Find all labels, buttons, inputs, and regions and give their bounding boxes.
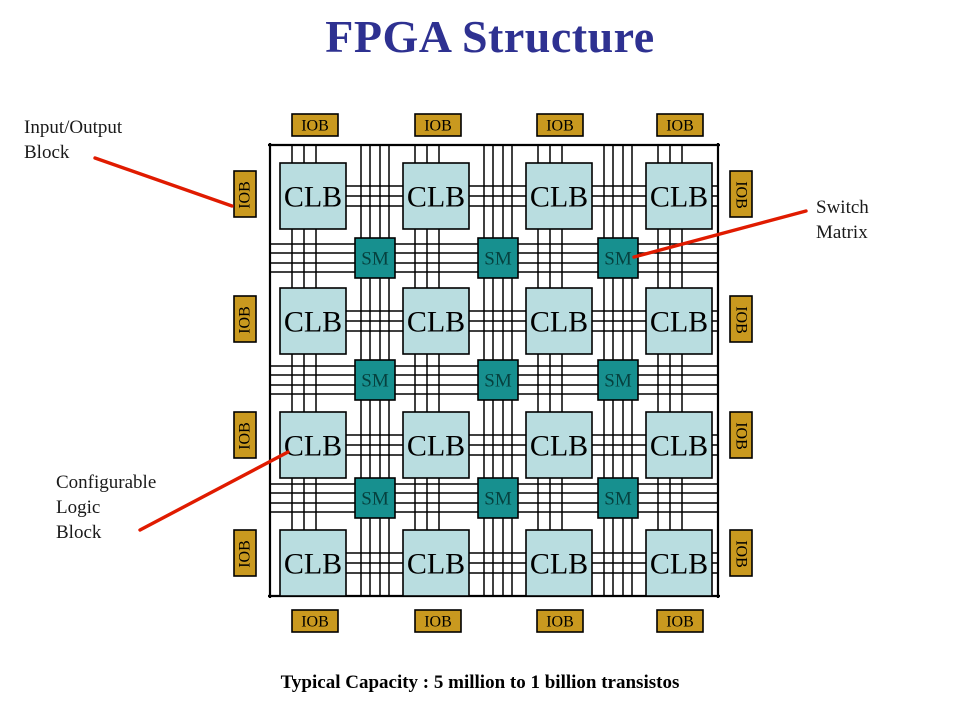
sm-label: SM [484, 371, 512, 392]
iob-block-left[interactable] [233, 529, 257, 577]
clb-block[interactable] [525, 162, 593, 230]
iob-block-top[interactable] [656, 113, 704, 137]
clb-label: CLB [407, 430, 465, 463]
sm-block[interactable] [597, 237, 639, 279]
clb-block[interactable] [645, 529, 713, 597]
clb-block[interactable] [525, 287, 593, 355]
iob-block-left[interactable] [233, 170, 257, 218]
sm-block[interactable] [477, 477, 519, 519]
iob-label: IOB [546, 118, 574, 135]
clb-label: CLB [650, 306, 708, 339]
iob-block-right[interactable] [729, 411, 753, 459]
iob-label: IOB [546, 614, 574, 631]
iob-label: IOB [237, 181, 254, 209]
iob-label: IOB [424, 614, 452, 631]
iob-label: IOB [237, 422, 254, 450]
clb-label: CLB [284, 181, 342, 214]
clb-label: CLB [284, 548, 342, 581]
iob-block-top[interactable] [291, 113, 339, 137]
clb-block[interactable] [402, 162, 470, 230]
clb-block[interactable] [645, 162, 713, 230]
clb-block[interactable] [279, 162, 347, 230]
clb-block[interactable] [279, 287, 347, 355]
iob-block-top[interactable] [414, 113, 462, 137]
clb-label: CLB [530, 430, 588, 463]
sm-label: SM [604, 371, 632, 392]
capacity-caption: Typical Capacity : 5 million to 1 billio… [280, 672, 680, 693]
iob-block-bottom[interactable] [291, 609, 339, 633]
iob-block-top[interactable] [536, 113, 584, 137]
sm-block[interactable] [477, 237, 519, 279]
sm-block[interactable] [354, 359, 396, 401]
annotation-pointer-input-output-block [93, 156, 234, 208]
iob-label: IOB [237, 540, 254, 568]
sm-block[interactable] [354, 477, 396, 519]
annotation-configurable-logic-block: Configurable Logic Block [56, 472, 157, 543]
iob-label: IOB [666, 118, 694, 135]
clb-block[interactable] [402, 529, 470, 597]
iob-block-bottom[interactable] [536, 609, 584, 633]
iob-label: IOB [301, 614, 329, 631]
clb-label: CLB [284, 430, 342, 463]
sm-label: SM [361, 249, 389, 270]
clb-label: CLB [650, 548, 708, 581]
clb-block[interactable] [525, 529, 593, 597]
iob-label: IOB [301, 118, 329, 135]
iob-block-right[interactable] [729, 295, 753, 343]
clb-label: CLB [407, 548, 465, 581]
clb-block[interactable] [402, 411, 470, 479]
sm-label: SM [604, 489, 632, 510]
sm-block[interactable] [354, 237, 396, 279]
iob-block-right[interactable] [729, 529, 753, 577]
sm-label: SM [361, 489, 389, 510]
clb-block[interactable] [645, 411, 713, 479]
iob-block-bottom[interactable] [656, 609, 704, 633]
iob-block-bottom[interactable] [414, 609, 462, 633]
clb-label: CLB [530, 181, 588, 214]
sm-block[interactable] [597, 359, 639, 401]
clb-label: CLB [530, 548, 588, 581]
clb-label: CLB [284, 306, 342, 339]
clb-block[interactable] [402, 287, 470, 355]
page-title: FPGA Structure [325, 11, 655, 62]
sm-block[interactable] [597, 477, 639, 519]
sm-label: SM [484, 249, 512, 270]
annotation-switch-matrix: Switch Matrix [816, 197, 869, 243]
clb-label: CLB [407, 181, 465, 214]
iob-label: IOB [733, 181, 750, 209]
iob-label: IOB [237, 306, 254, 334]
sm-label: SM [361, 371, 389, 392]
clb-label: CLB [650, 430, 708, 463]
iob-label: IOB [733, 540, 750, 568]
clb-block[interactable] [525, 411, 593, 479]
annotation-input-output-block: Input/Output Block [24, 117, 123, 163]
clb-label: CLB [407, 306, 465, 339]
iob-block-left[interactable] [233, 411, 257, 459]
iob-block-left[interactable] [233, 295, 257, 343]
clb-label: CLB [530, 306, 588, 339]
clb-block[interactable] [645, 287, 713, 355]
sm-block[interactable] [477, 359, 519, 401]
clb-block[interactable] [279, 529, 347, 597]
annotation-pointer-switch-matrix [632, 209, 808, 259]
clb-label: CLB [650, 181, 708, 214]
annotation-pointer-configurable-logic-block [138, 450, 290, 532]
iob-label: IOB [733, 306, 750, 334]
iob-label: IOB [424, 118, 452, 135]
iob-label: IOB [733, 422, 750, 450]
iob-block-right[interactable] [729, 170, 753, 218]
sm-label: SM [604, 249, 632, 270]
clb-block[interactable] [279, 411, 347, 479]
iob-label: IOB [666, 614, 694, 631]
sm-label: SM [484, 489, 512, 510]
